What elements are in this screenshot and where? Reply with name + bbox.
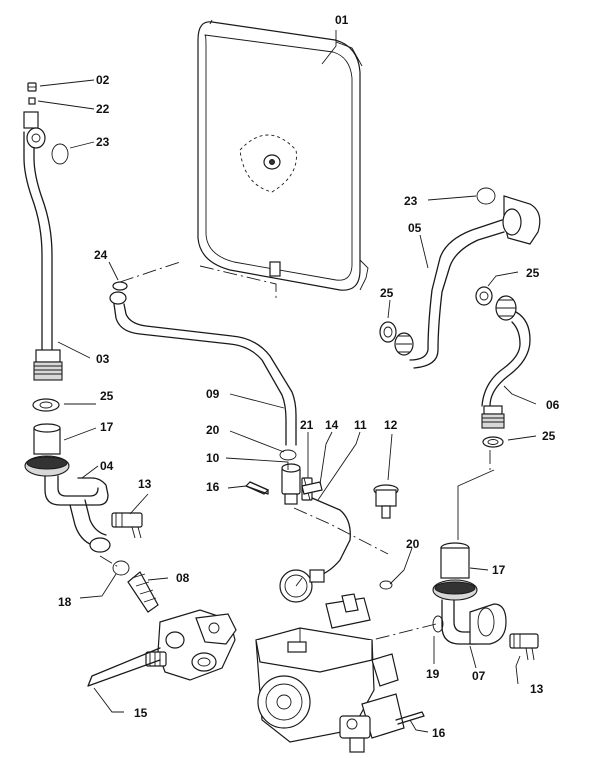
label-25-upper-right: 25 — [526, 266, 540, 280]
label-14: 14 — [325, 418, 339, 432]
vessel-pipe — [109, 261, 297, 461]
label-16-upper: 16 — [206, 480, 220, 494]
left-pipe-assembly — [23, 82, 69, 412]
label-05: 05 — [408, 221, 422, 235]
label-03: 03 — [96, 352, 110, 366]
clip-16-upper — [245, 481, 269, 495]
return-pipe-05 — [379, 187, 541, 369]
label-17-left: 17 — [100, 420, 114, 434]
label-06: 06 — [546, 398, 560, 412]
valve-block — [145, 609, 237, 681]
expansion-vessel — [197, 19, 369, 291]
lower-left-elbow-assembly — [24, 423, 143, 576]
label-01: 01 — [335, 13, 349, 27]
label-23-right: 23 — [404, 194, 418, 208]
label-25-right: 25 — [542, 429, 556, 443]
label-25-upper-left: 25 — [380, 286, 394, 300]
center-fittings — [244, 463, 399, 603]
label-13-right: 13 — [530, 682, 544, 696]
label-23-left: 23 — [96, 135, 110, 149]
label-18: 18 — [58, 595, 72, 609]
label-13-left: 13 — [138, 477, 152, 491]
clip-15 — [87, 647, 161, 687]
label-15: 15 — [134, 706, 148, 720]
label-20-upper: 20 — [206, 423, 220, 437]
label-24: 24 — [94, 248, 108, 262]
label-12: 12 — [384, 418, 398, 432]
leader-lines — [37, 30, 537, 733]
label-21: 21 — [300, 418, 314, 432]
circulating-pump — [255, 593, 405, 753]
label-04: 04 — [100, 459, 114, 473]
flow-pipe-06 — [475, 286, 531, 448]
clip-16-lower — [395, 711, 425, 725]
label-10: 10 — [206, 451, 220, 465]
nipple-fitting — [127, 571, 159, 613]
label-07: 07 — [472, 669, 486, 683]
label-09: 09 — [206, 387, 220, 401]
label-20-lower: 20 — [406, 537, 420, 551]
lower-right-elbow-assembly — [432, 469, 539, 661]
label-16-lower: 16 — [432, 726, 446, 740]
assembly-centerlines — [99, 450, 491, 641]
label-19: 19 — [426, 667, 440, 681]
label-11: 11 — [354, 418, 367, 432]
label-22: 22 — [96, 102, 110, 116]
part-labels: 01 02 22 23 23 05 24 25 25 03 25 06 09 1… — [58, 13, 560, 740]
label-08: 08 — [176, 571, 190, 585]
label-17-right: 17 — [492, 563, 506, 577]
label-25-left: 25 — [100, 389, 114, 403]
label-02: 02 — [96, 73, 110, 87]
